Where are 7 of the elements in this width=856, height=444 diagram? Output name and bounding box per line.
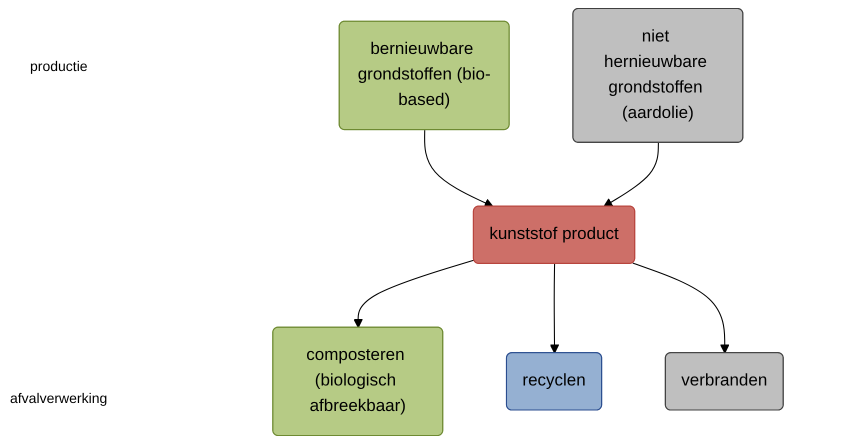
arrow [603, 142, 659, 208]
row-label: afvalverwerking [10, 390, 108, 406]
arrow [550, 264, 560, 354]
arrow [424, 130, 494, 208]
arrow [632, 262, 730, 354]
arrow [353, 260, 474, 328]
row-label: productie [30, 58, 88, 74]
